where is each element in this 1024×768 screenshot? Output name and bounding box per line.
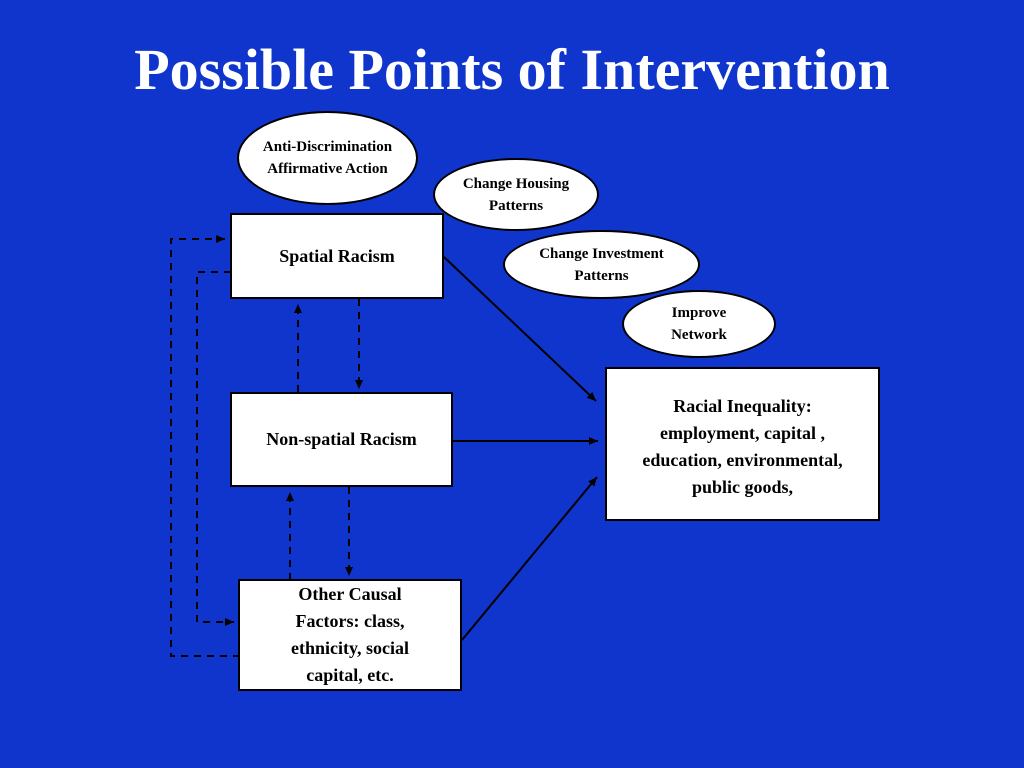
arrow-spatial-to-inequality (443, 256, 597, 402)
intervention-improve-network: Improve Network (622, 290, 776, 358)
intervention-change-investment: Change Investment Patterns (503, 230, 700, 299)
intervention-change-housing: Change Housing Patterns (433, 158, 599, 231)
node-other-causal-factors: Other Causal Factors: class, ethnicity, … (238, 579, 462, 691)
arrow-other-to-inequality (461, 476, 598, 641)
node-spatial-racism: Spatial Racism (230, 213, 444, 299)
node-nonspatial-racism: Non-spatial Racism (230, 392, 453, 487)
node-racial-inequality: Racial Inequality: employment, capital ,… (605, 367, 880, 521)
intervention-anti-discrimination: Anti-Discrimination Affirmative Action (237, 111, 418, 205)
slide-title: Possible Points of Intervention (134, 37, 890, 102)
arrow-spatial-to-other-loop (196, 271, 234, 626)
arrow-other-to-spatial-loop (170, 235, 240, 657)
